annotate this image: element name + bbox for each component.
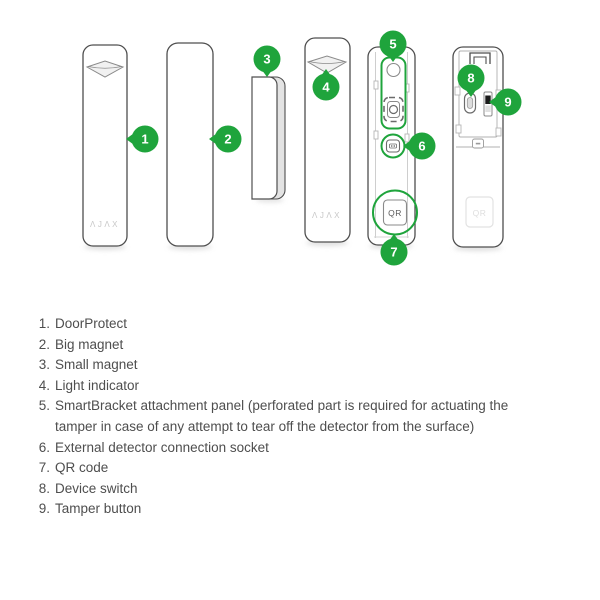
legend-item-doorprotect: 1. DoorProtect <box>36 314 600 335</box>
device-diagram: ΛJΛX ΛJΛX <box>82 30 522 266</box>
legend-number: 4. <box>38 377 50 393</box>
badge-1-number: 1 <box>141 132 148 147</box>
badge-8-number: 8 <box>467 71 474 86</box>
legend-text: QR code <box>55 460 109 476</box>
badge-4-number: 4 <box>322 80 330 95</box>
legend-item-socket: 6. External detector connection socket <box>36 438 600 459</box>
badge-7-number: 7 <box>390 245 397 260</box>
doorprotect-body <box>82 44 128 247</box>
ajax-logo: ΛJΛX <box>90 220 120 229</box>
callout-badge-3: 3 <box>253 45 281 77</box>
badge-9-circle <box>494 88 522 116</box>
rear-latch-slot <box>475 142 481 145</box>
callout-badge-9: 9 <box>489 88 522 116</box>
rear-clip-left-2 <box>455 124 462 134</box>
callout-badge-5: 5 <box>379 30 407 62</box>
legend-number: 2. <box>38 336 50 352</box>
small-magnet-front <box>251 76 278 200</box>
qr-label-front: QR <box>388 208 402 218</box>
bracket-tab-left-1 <box>373 80 379 90</box>
legend-number: 9. <box>38 501 50 517</box>
legend-text: Big magnet <box>55 336 124 352</box>
legend-number: 6. <box>38 439 50 455</box>
legend-text: Device switch <box>55 480 138 496</box>
qr-code-back <box>465 196 494 228</box>
device-shadows <box>84 197 502 252</box>
qr-highlight-ring <box>372 189 418 236</box>
badge-8-circle <box>457 64 485 92</box>
legend-text: DoorProtect <box>55 316 128 331</box>
callout-badge-7: 7 <box>380 234 408 266</box>
legend-item-small-magnet: 3. Small magnet <box>36 355 600 376</box>
mounting-bracket-inner <box>473 56 487 64</box>
legend-number: 7. <box>38 460 50 476</box>
socket-pin-2 <box>393 145 395 147</box>
legend-text: Light indicator <box>55 377 140 393</box>
bracket-tab-left-2 <box>373 130 379 140</box>
callout-badge-2: 2 <box>209 125 242 153</box>
light-indicator-icon <box>85 60 125 78</box>
legend-item-big-magnet: 2. Big magnet <box>36 335 600 356</box>
badge-2-circle <box>214 125 242 153</box>
light-indicator-fold <box>87 66 123 69</box>
light-indicator-icon-2 <box>306 55 348 74</box>
qr-code-front <box>382 199 408 226</box>
badge-7-circle <box>380 238 408 266</box>
legend-text: External detector connection socket <box>55 439 269 455</box>
callout-badge-1: 1 <box>126 125 159 153</box>
legend-number: 8. <box>38 480 50 496</box>
legend-item-smartbracket: 5. SmartBracket attachment panel (perfor… <box>36 396 600 437</box>
badge-3-number: 3 <box>263 52 270 67</box>
big-magnet-view <box>166 42 214 247</box>
legend-number: 5. <box>38 398 50 414</box>
legend-item-light-indicator: 4. Light indicator <box>36 376 600 397</box>
callout-badge-8: 8 <box>457 64 485 97</box>
badge-2-number: 2 <box>224 132 231 147</box>
callout-badge-4: 4 <box>312 69 340 101</box>
badge-6-circle <box>408 132 436 160</box>
badge-1-circle <box>131 125 159 153</box>
rear-clip-right-2 <box>495 127 502 137</box>
doorprotect-front-view-2: ΛJΛX <box>304 37 351 243</box>
parts-legend: 1. DoorProtect 2. Big magnet 3. Small ma… <box>36 314 600 520</box>
external-detector-socket <box>385 139 401 153</box>
socket-pin-1 <box>391 145 393 147</box>
legend-item-qr-code: 7. QR code <box>36 458 600 479</box>
ajax-logo-2: ΛJΛX <box>312 211 342 220</box>
small-magnet-view <box>251 76 286 200</box>
badge-6-number: 6 <box>418 139 425 154</box>
legend-text: Small magnet <box>55 357 138 373</box>
bracket-tab-right-2 <box>404 133 410 143</box>
mounting-bracket-outer <box>469 52 491 64</box>
tamper-button-base <box>485 105 491 112</box>
doorprotect-back-view: QR <box>367 46 418 246</box>
legend-text: SmartBracket attachment panel (perforate… <box>55 398 509 434</box>
big-magnet-body <box>166 42 214 247</box>
legend-text: Tamper button <box>55 501 142 517</box>
tamper-button-cap <box>485 95 491 104</box>
badge-5-number: 5 <box>389 37 396 52</box>
perforated-part-outline <box>383 96 404 123</box>
rear-clip-left-1 <box>454 86 461 96</box>
legend-number: 3. <box>38 357 50 373</box>
qr-label-back: QR <box>473 208 487 218</box>
legend-number: 1. <box>38 316 50 331</box>
badge-9-number: 9 <box>504 95 511 110</box>
badge-5-circle <box>379 30 407 58</box>
perforation-hole <box>388 104 399 115</box>
badge-4-circle <box>312 73 340 101</box>
bracket-hole <box>386 62 401 78</box>
socket-slot <box>389 143 397 149</box>
doorprotect-front-view: ΛJΛX <box>82 44 128 247</box>
legend-item-tamper-button: 9. Tamper button <box>36 499 600 520</box>
callout-badge-6: 6 <box>403 132 436 160</box>
legend-item-device-switch: 8. Device switch <box>36 479 600 500</box>
badge-3-circle <box>253 45 281 73</box>
light-indicator-fold-2 <box>308 61 346 64</box>
device-switch-knob <box>466 97 474 109</box>
